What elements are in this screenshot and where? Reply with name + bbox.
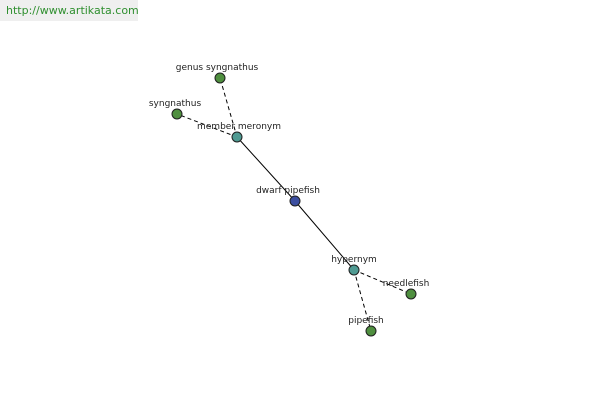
edge-member-meronym-genus-syngnathus (219, 77, 238, 138)
label-needlefish[interactable]: needlefish (383, 279, 430, 289)
label-dwarf-pipefish[interactable]: dwarf pipefish (256, 186, 320, 196)
edge-hypernym-needlefish (353, 269, 412, 295)
node-needlefish[interactable] (405, 288, 417, 300)
node-pipefish[interactable] (365, 325, 377, 337)
edge-member-meronym-syngnathus (176, 113, 238, 138)
node-member-meronym[interactable] (231, 131, 243, 143)
label-syngnathus[interactable]: syngnathus (149, 99, 202, 109)
edge-center-member-meronym (236, 136, 296, 202)
node-genus-syngnathus[interactable] (214, 72, 226, 84)
label-hypernym[interactable]: hypernym (331, 255, 377, 265)
edge-hypernym-pipefish (353, 269, 372, 332)
node-hypernym[interactable] (348, 264, 360, 276)
label-member-meronym[interactable]: member meronym (197, 122, 281, 132)
node-dwarf-pipefish[interactable] (289, 195, 301, 207)
node-syngnathus[interactable] (171, 108, 183, 120)
edge-center-hypernym (294, 200, 355, 271)
label-pipefish[interactable]: pipefish (348, 316, 384, 326)
label-genus-syngnathus[interactable]: genus syngnathus (176, 63, 259, 73)
artikata-url-watermark: http://www.artikata.com (0, 0, 139, 21)
